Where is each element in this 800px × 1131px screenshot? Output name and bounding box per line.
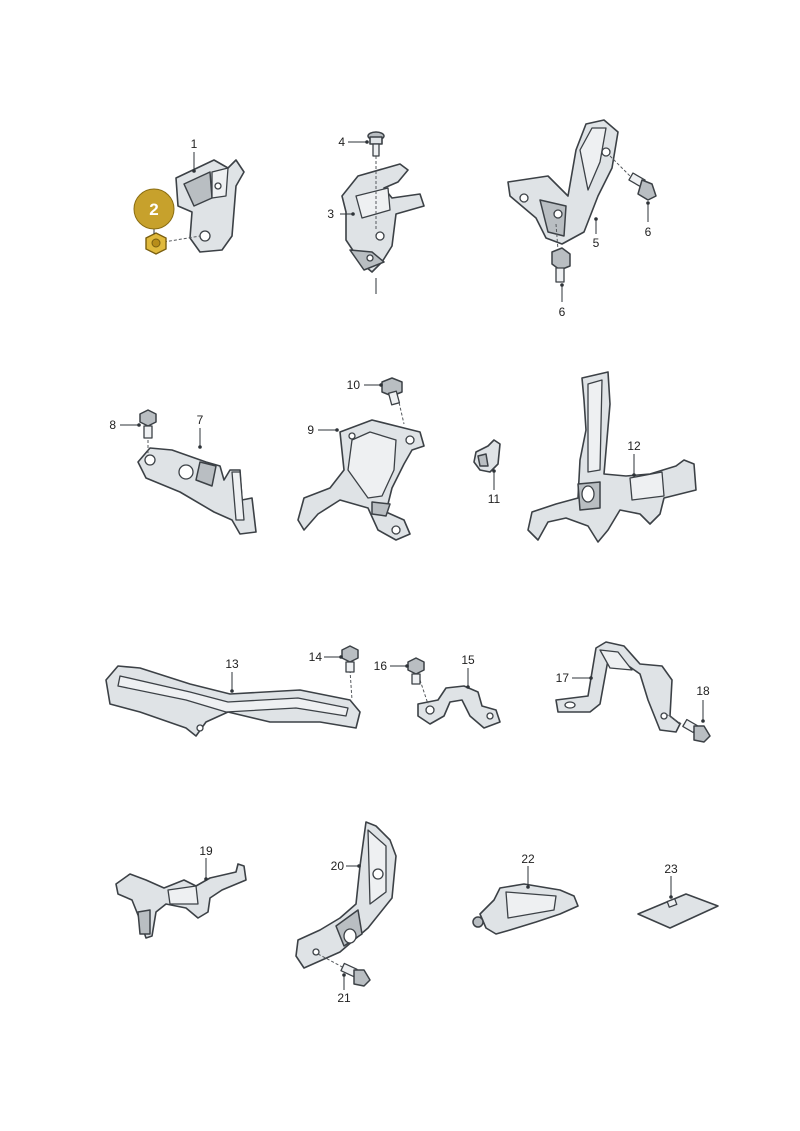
label-8: 8 xyxy=(109,418,141,432)
svg-text:19: 19 xyxy=(199,844,213,858)
highlight-badge-2[interactable]: 2 xyxy=(133,188,175,234)
svg-text:6: 6 xyxy=(559,305,566,319)
part-16-screw[interactable] xyxy=(407,657,425,685)
label-9: 9 xyxy=(307,423,339,437)
part-20-bracket[interactable] xyxy=(295,821,397,971)
svg-text:1: 1 xyxy=(191,137,198,151)
label-13: 13 xyxy=(225,657,239,693)
svg-text:7: 7 xyxy=(197,413,204,427)
part-22-holder[interactable] xyxy=(472,883,579,935)
label-3: 3 xyxy=(327,207,355,221)
label-20: 20 xyxy=(331,859,361,873)
svg-text:12: 12 xyxy=(627,439,641,453)
label-4: 4 xyxy=(338,135,369,149)
label-15: 15 xyxy=(461,653,475,689)
svg-text:22: 22 xyxy=(521,852,535,866)
part-18-screw[interactable] xyxy=(682,718,711,743)
svg-text:20: 20 xyxy=(331,859,345,873)
svg-text:13: 13 xyxy=(225,657,239,671)
part-17-bracket[interactable] xyxy=(555,641,689,733)
label-22: 22 xyxy=(521,852,535,889)
label-18: 18 xyxy=(696,684,710,723)
svg-text:10: 10 xyxy=(347,378,361,392)
label-16: 16 xyxy=(374,659,409,673)
part-8-screw[interactable] xyxy=(139,409,157,439)
label-14: 14 xyxy=(309,650,343,664)
svg-text:2: 2 xyxy=(149,200,158,219)
part-4-screw[interactable] xyxy=(367,131,385,157)
svg-text:11: 11 xyxy=(488,492,501,506)
label-5: 5 xyxy=(593,217,600,250)
part-7-bracket[interactable] xyxy=(137,440,257,535)
part-10-screw[interactable] xyxy=(381,377,403,406)
svg-text:21: 21 xyxy=(337,991,351,1005)
svg-text:8: 8 xyxy=(109,418,116,432)
part-6-screw-lower[interactable] xyxy=(551,223,571,283)
label-19: 19 xyxy=(199,844,213,881)
label-17: 17 xyxy=(556,671,593,685)
svg-text:5: 5 xyxy=(593,236,600,250)
svg-text:17: 17 xyxy=(556,671,570,685)
part-15-strap[interactable] xyxy=(417,679,501,729)
part-19-holder[interactable] xyxy=(115,863,247,939)
part-12-holder[interactable] xyxy=(527,371,697,543)
part-9-holder[interactable] xyxy=(297,397,425,541)
part-11-clip[interactable]: 11 xyxy=(473,439,501,506)
label-12: 12 xyxy=(627,439,641,477)
svg-text:3: 3 xyxy=(327,207,334,221)
svg-text:6: 6 xyxy=(645,225,652,239)
svg-text:14: 14 xyxy=(309,650,323,664)
svg-text:18: 18 xyxy=(696,684,710,698)
part-5-bracket[interactable] xyxy=(507,119,619,245)
svg-text:16: 16 xyxy=(374,659,388,673)
part-13-carrier[interactable] xyxy=(105,665,361,737)
svg-text:9: 9 xyxy=(307,423,314,437)
part-3-bracket[interactable] xyxy=(341,156,425,294)
part-2-nut[interactable] xyxy=(145,232,201,255)
svg-text:23: 23 xyxy=(664,862,678,876)
label-6-upper: 6 xyxy=(645,201,652,239)
part-6-screw-upper[interactable] xyxy=(609,155,657,201)
svg-text:4: 4 xyxy=(338,135,345,149)
label-6-lower: 6 xyxy=(559,283,566,319)
label-23: 23 xyxy=(664,862,678,899)
label-10: 10 xyxy=(347,378,383,392)
part-21-screw[interactable] xyxy=(340,962,371,987)
svg-text:15: 15 xyxy=(461,653,475,667)
label-21: 21 xyxy=(337,973,351,1005)
part-23-plate[interactable] xyxy=(637,893,719,929)
label-1: 1 xyxy=(191,137,198,173)
label-7: 7 xyxy=(197,413,204,449)
part-14-screw[interactable] xyxy=(341,645,359,673)
